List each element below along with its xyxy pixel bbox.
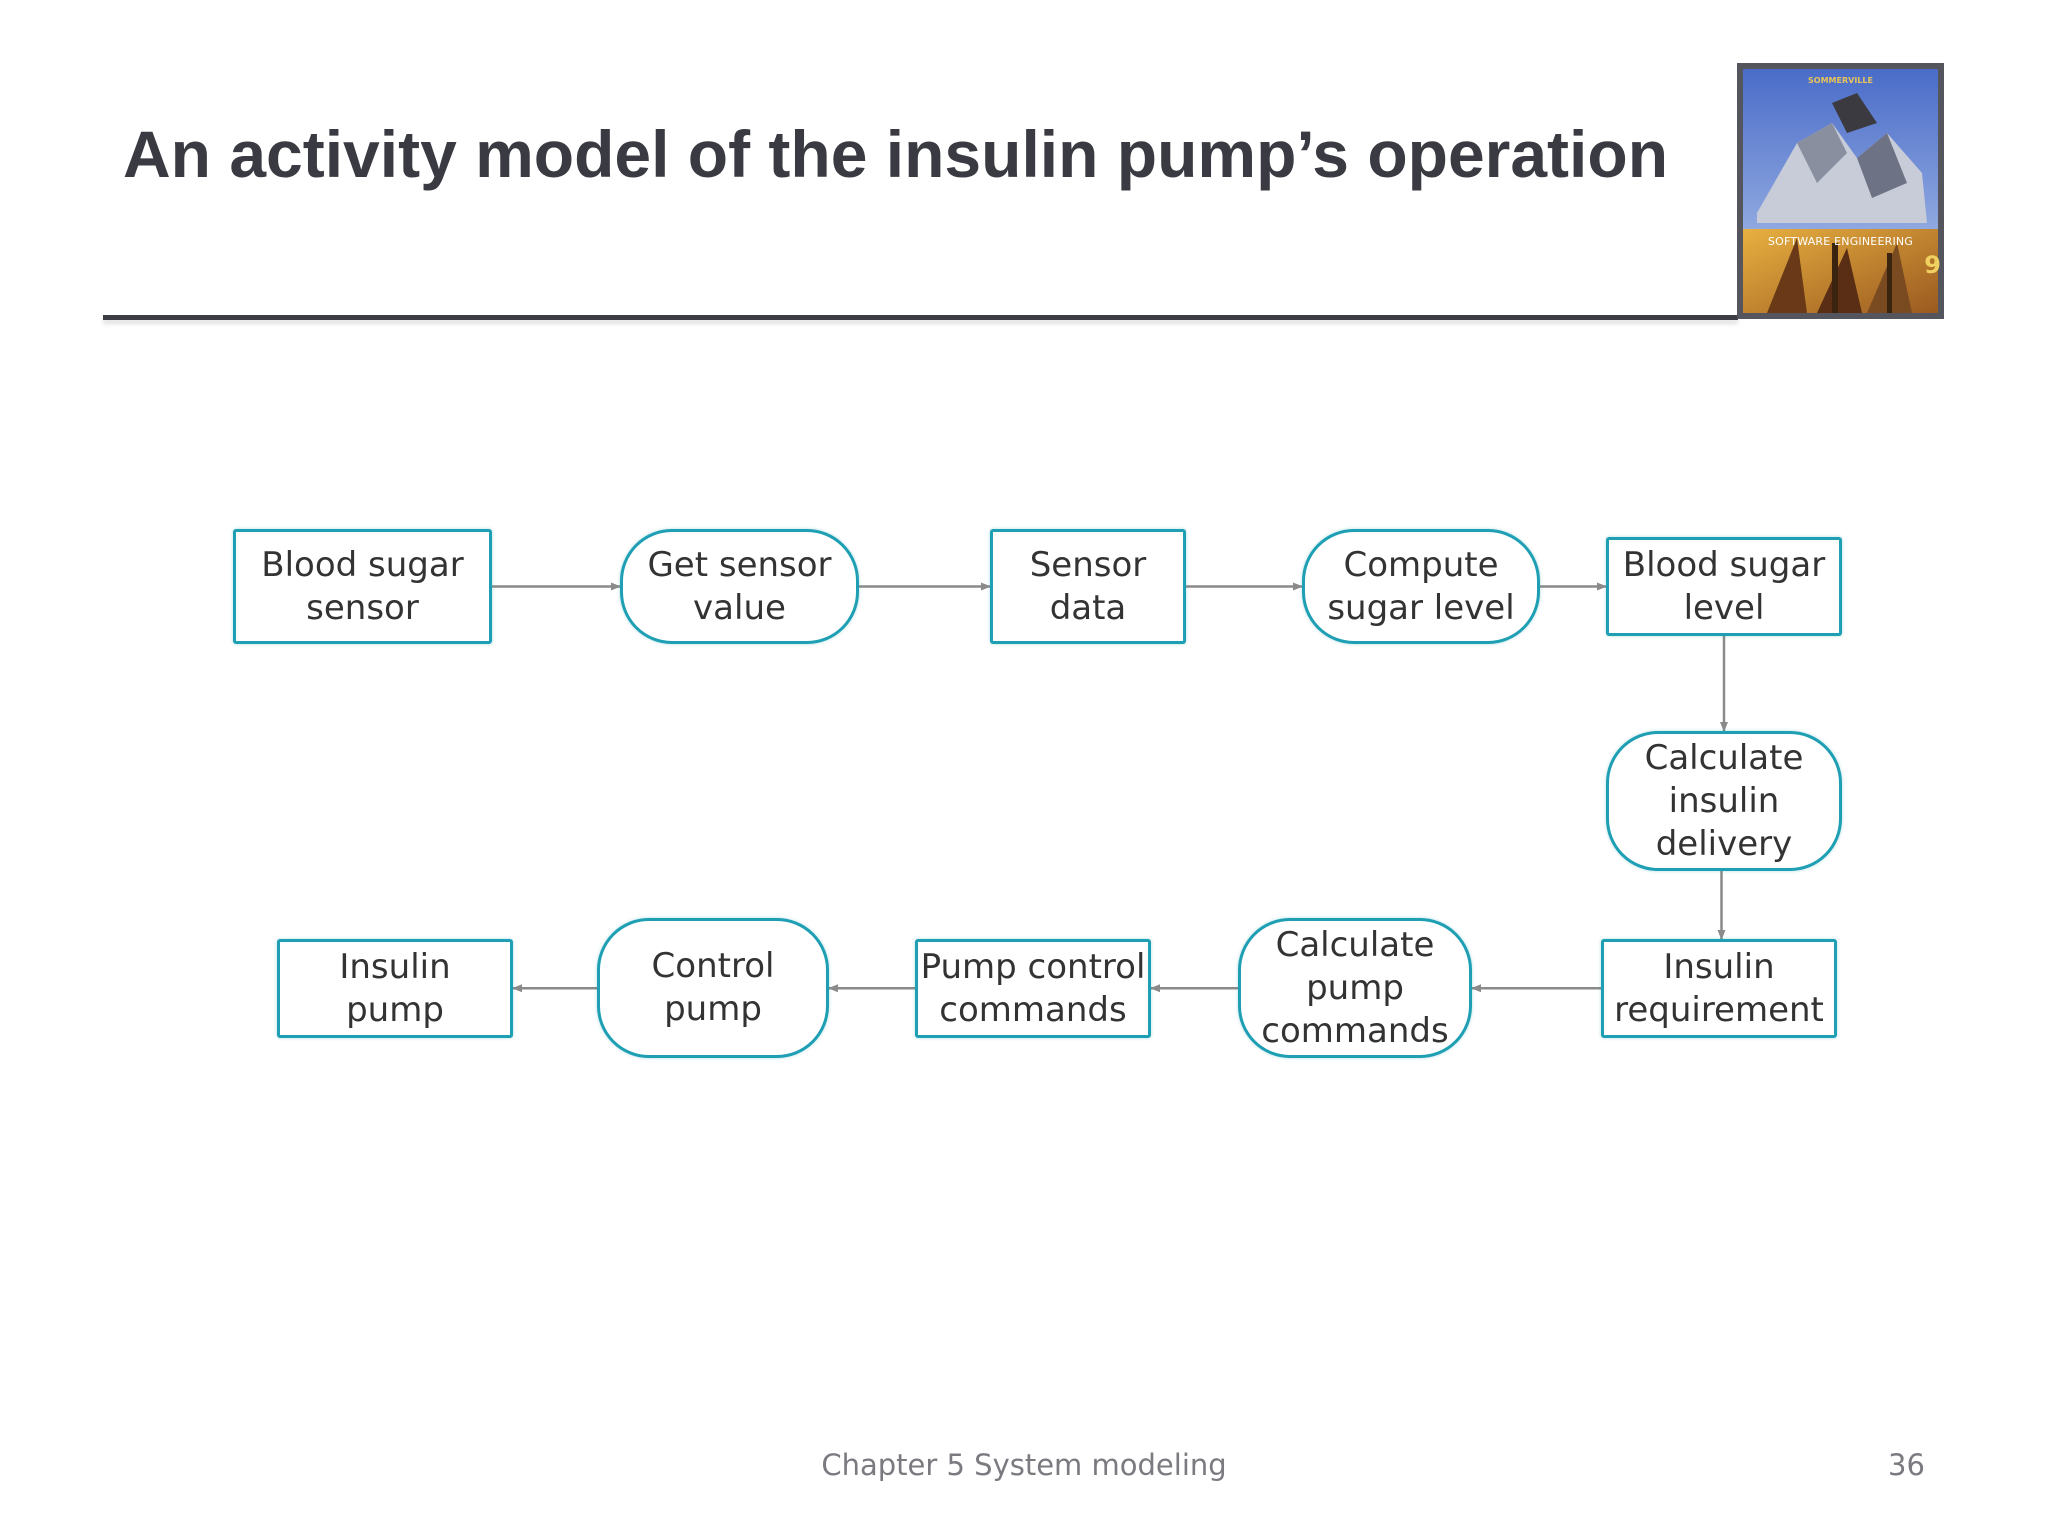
- book-cover-art: [1737, 63, 1944, 319]
- data-box-blood-sugar-level: Blood sugar level: [1606, 537, 1842, 636]
- title-divider: [103, 315, 1738, 320]
- activity-node-control-pump: Control pump: [597, 918, 829, 1058]
- data-box-sensor-data: Sensor data: [990, 529, 1186, 644]
- cover-edition-number: 9: [1924, 251, 1941, 279]
- data-box-pump-control-commands: Pump control commands: [915, 939, 1151, 1038]
- page-number: 36: [1888, 1448, 1925, 1482]
- activity-node-get-sensor-value: Get sensor value: [620, 529, 859, 644]
- data-box-blood-sugar-sensor: Blood sugar sensor: [233, 529, 492, 644]
- book-cover-image: SOMMERVILLE SOFTWARE ENGINEERING 9: [1737, 63, 1944, 319]
- activity-node-calculate-pump-commands: Calculate pump commands: [1238, 918, 1472, 1058]
- data-box-insulin-pump: Insulin pump: [277, 939, 513, 1038]
- cover-title-text: SOFTWARE ENGINEERING: [1767, 235, 1914, 248]
- slide-title: An activity model of the insulin pump’s …: [123, 117, 1669, 191]
- activity-node-compute-sugar-level: Compute sugar level: [1302, 529, 1540, 644]
- activity-node-calculate-insulin-delivery: Calculate insulin delivery: [1606, 731, 1842, 871]
- cover-author-text: SOMMERVILLE: [1808, 76, 1873, 85]
- slide-footer: Chapter 5 System modeling: [821, 1448, 1227, 1482]
- data-box-insulin-requirement: Insulin requirement: [1601, 939, 1837, 1038]
